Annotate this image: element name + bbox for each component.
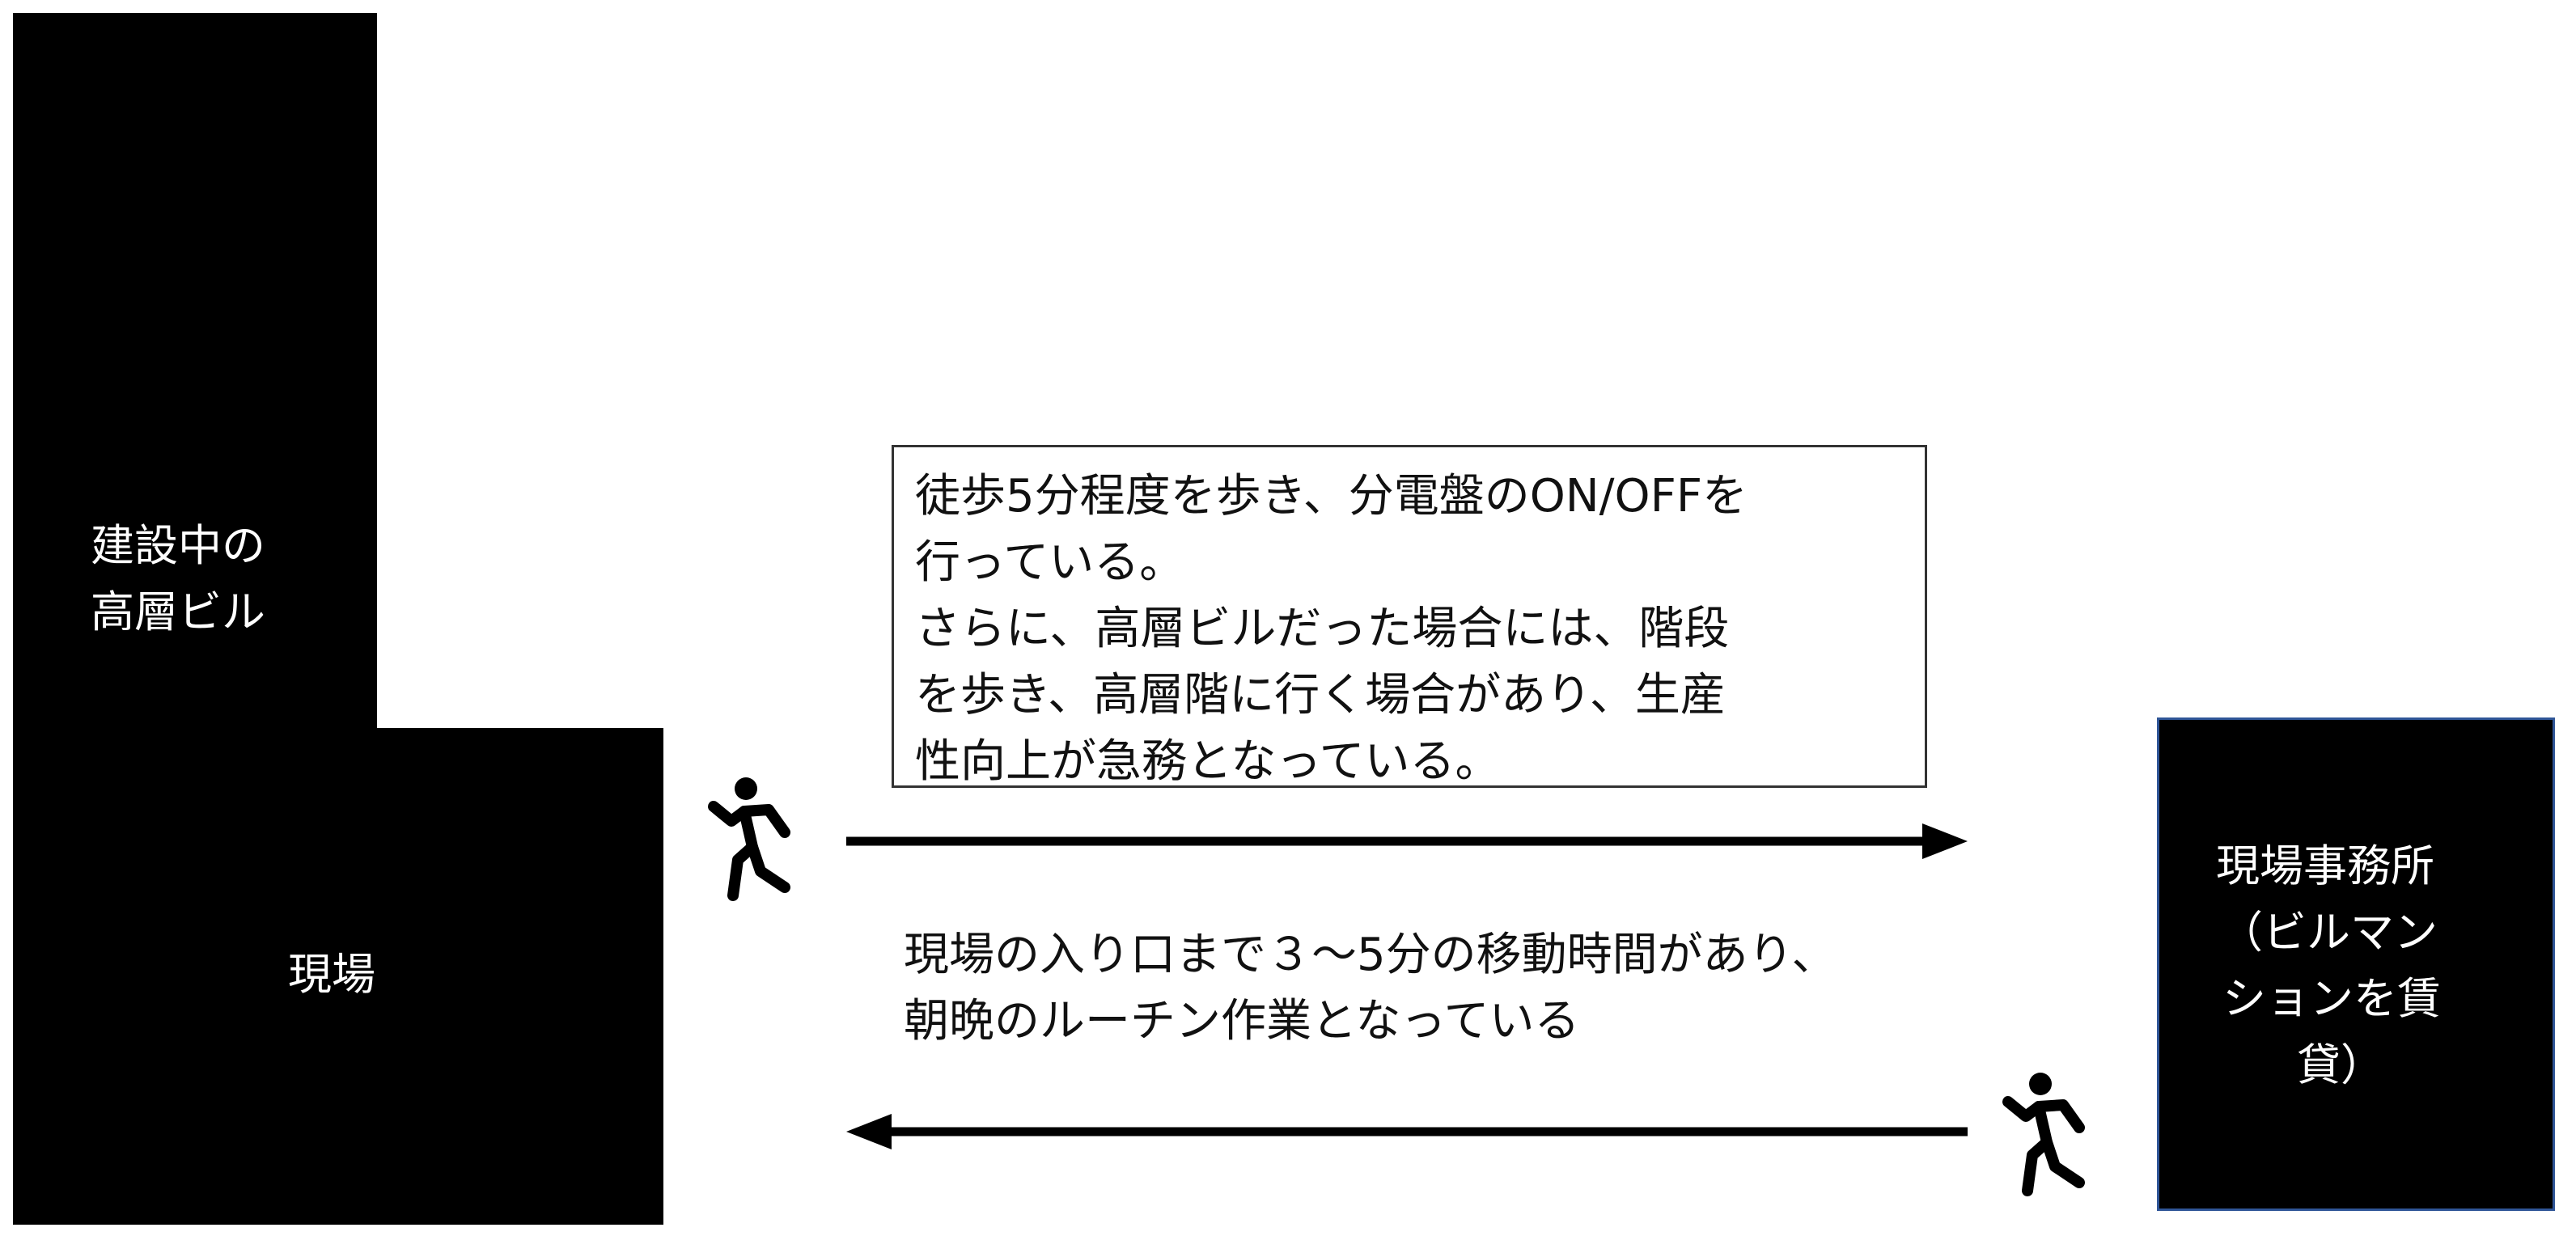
note-line: 徒歩5分程度を歩き、分電盤のON/OFFを <box>915 470 1748 523</box>
office-label-line: （ビルマン <box>2219 907 2438 958</box>
tower-label-line: 高層ビル <box>91 586 265 637</box>
construction-site-block <box>13 728 663 1225</box>
office-label-line: 貸） <box>2297 1039 2384 1090</box>
commute-note: 現場の入り口まで３～5分の移動時間があり、 朝晩のルーチン作業となっている <box>904 922 1837 1055</box>
note-line: さらに、高層ビルだった場合には、階段 <box>915 603 1730 655</box>
site-office-block: 現場事務所 （ビルマン ションを賃 貸） <box>2157 717 2555 1211</box>
tower-label: 建設中の 高層ビル <box>91 513 265 646</box>
site-label: 現場 <box>288 949 375 1000</box>
commute-note-line: 現場の入り口まで３～5分の移動時間があり、 <box>904 929 1837 981</box>
office-label-line: ションを賃 <box>2222 973 2441 1024</box>
note-line: 性向上が急務となっている。 <box>915 735 1501 788</box>
arrow-right-icon <box>846 823 1968 859</box>
office-label-line: 現場事務所 <box>2216 840 2434 891</box>
commute-note-line: 朝晩のルーチン作業となっている <box>904 995 1580 1048</box>
running-person-icon <box>708 777 790 901</box>
arrow-left-icon <box>846 1114 1968 1149</box>
tower-label-line: 建設中の <box>91 520 265 571</box>
note-box: 徒歩5分程度を歩き、分電盤のON/OFFを 行っている。 さらに、高層ビルだった… <box>892 445 1927 788</box>
note-line: 行っている。 <box>915 536 1185 589</box>
note-line: を歩き、高層階に行く場合があり、生産 <box>915 669 1726 722</box>
office-label: 現場事務所 （ビルマン ションを賃 貸） <box>2216 833 2540 1098</box>
running-person-icon <box>2002 1073 2085 1196</box>
